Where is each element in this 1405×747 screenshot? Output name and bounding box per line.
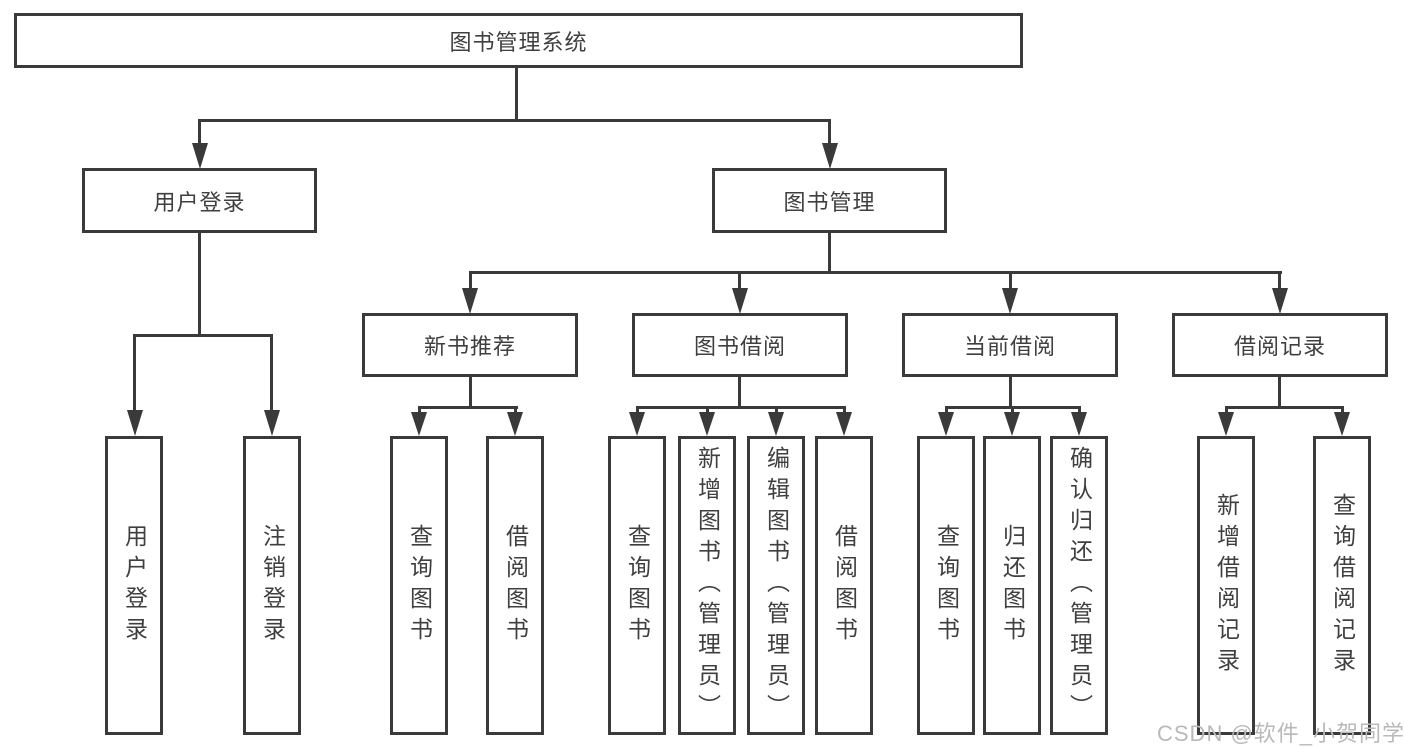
leaf-query-books-2: 查询图书: [608, 436, 666, 735]
node-label: 当前借阅: [963, 334, 1056, 359]
arrowhead: [192, 143, 208, 169]
connector-line: [775, 406, 778, 416]
arrowhead: [938, 412, 954, 436]
arrowhead: [507, 412, 523, 436]
connector-line: [1009, 377, 1012, 408]
leaf-add-borrow-record: 新增借阅记录: [1197, 436, 1255, 735]
connector-line: [738, 271, 741, 290]
leaf-label: 借阅图书: [831, 523, 858, 648]
leaf-confirm-return-admin: 确认归还（管理员）: [1050, 436, 1108, 735]
connector-line: [270, 334, 273, 411]
connector-line: [945, 406, 948, 416]
connector-line: [198, 233, 201, 336]
leaf-logout: 注销登录: [243, 436, 301, 735]
leaf-label: 查询借阅记录: [1329, 492, 1356, 679]
connector-line: [738, 377, 741, 408]
connector-line: [1009, 271, 1012, 290]
node-label: 用户登录: [153, 189, 246, 215]
leaf-user-login: 用户登录: [105, 436, 163, 735]
leaf-label: 新增借阅记录: [1213, 492, 1240, 679]
node-library-management-system: 图书管理系统: [14, 13, 1023, 68]
connector-line: [1011, 406, 1014, 416]
node-book-borrowing: 图书借阅: [632, 313, 848, 377]
node-borrowing-records: 借阅记录: [1172, 313, 1388, 377]
connector-line: [469, 271, 472, 290]
leaf-label: 查询图书: [624, 523, 651, 648]
connector-line: [1278, 377, 1281, 408]
connector-line: [1341, 406, 1344, 416]
arrowhead: [836, 412, 852, 436]
arrowhead: [822, 143, 838, 169]
connector-line: [706, 406, 709, 416]
arrowhead: [1071, 412, 1087, 436]
connector-line: [1225, 406, 1228, 416]
leaf-add-books-admin: 新增图书（管理员）: [678, 436, 736, 735]
connector-line: [1078, 406, 1081, 416]
node-label: 新书推荐: [423, 334, 516, 359]
arrowhead: [732, 288, 748, 314]
arrowhead: [1218, 412, 1234, 436]
connector-line: [418, 406, 518, 409]
leaf-label: 查询图书: [933, 523, 960, 648]
node-label: 图书借阅: [693, 334, 786, 359]
arrowhead: [127, 410, 143, 436]
leaf-query-books-3: 查询图书: [917, 436, 975, 735]
connector-line: [828, 233, 831, 273]
arrowhead: [768, 412, 784, 436]
connector-line: [469, 271, 1282, 274]
leaf-label: 借阅图书: [502, 523, 529, 648]
connector-line: [133, 334, 273, 337]
leaf-label: 编辑图书（管理员）: [763, 446, 790, 725]
arrowhead: [1272, 288, 1288, 314]
arrowhead: [1004, 412, 1020, 436]
arrowhead: [699, 412, 715, 436]
leaf-borrow-books-1: 借阅图书: [486, 436, 544, 735]
leaf-label: 注销登录: [259, 523, 286, 648]
node-book-management: 图书管理: [712, 168, 947, 233]
node-current-borrowing: 当前借阅: [902, 313, 1118, 377]
connector-line: [514, 406, 517, 416]
connector-line: [198, 119, 831, 122]
leaf-label: 新增图书（管理员）: [694, 446, 721, 725]
connector-line: [843, 406, 846, 416]
connector-line: [469, 377, 472, 408]
node-label: 图书管理: [783, 189, 876, 215]
arrowhead: [462, 288, 478, 314]
arrowhead: [411, 412, 427, 436]
leaf-label: 归还图书: [999, 523, 1026, 648]
arrowhead: [1334, 412, 1350, 436]
connector-line: [515, 68, 518, 121]
leaf-return-books: 归还图书: [983, 436, 1041, 735]
node-new-book-recommendation: 新书推荐: [362, 313, 578, 377]
leaf-borrow-books-2: 借阅图书: [815, 436, 873, 735]
connector-line: [636, 406, 639, 416]
leaf-label: 用户登录: [121, 523, 148, 648]
connector-line: [636, 406, 846, 409]
leaf-label: 查询图书: [406, 523, 433, 648]
arrowhead: [629, 412, 645, 436]
leaf-label: 确认归还（管理员）: [1066, 446, 1093, 725]
node-label: 图书管理系统: [449, 29, 588, 55]
leaf-query-books-1: 查询图书: [390, 436, 448, 735]
node-label: 借阅记录: [1233, 334, 1326, 359]
connector-line: [828, 119, 831, 145]
connector-line: [133, 334, 136, 411]
connector-line: [418, 406, 421, 416]
leaf-query-borrow-record: 查询借阅记录: [1313, 436, 1371, 735]
connector-line: [198, 119, 201, 145]
arrowhead: [264, 410, 280, 436]
node-user-login: 用户登录: [82, 168, 317, 233]
connector-line: [1278, 271, 1281, 290]
leaf-edit-books-admin: 编辑图书（管理员）: [747, 436, 805, 735]
connector-line: [1225, 406, 1344, 409]
csdn-watermark: CSDN @软件_小贺同学: [1157, 721, 1405, 746]
arrowhead: [1002, 288, 1018, 314]
